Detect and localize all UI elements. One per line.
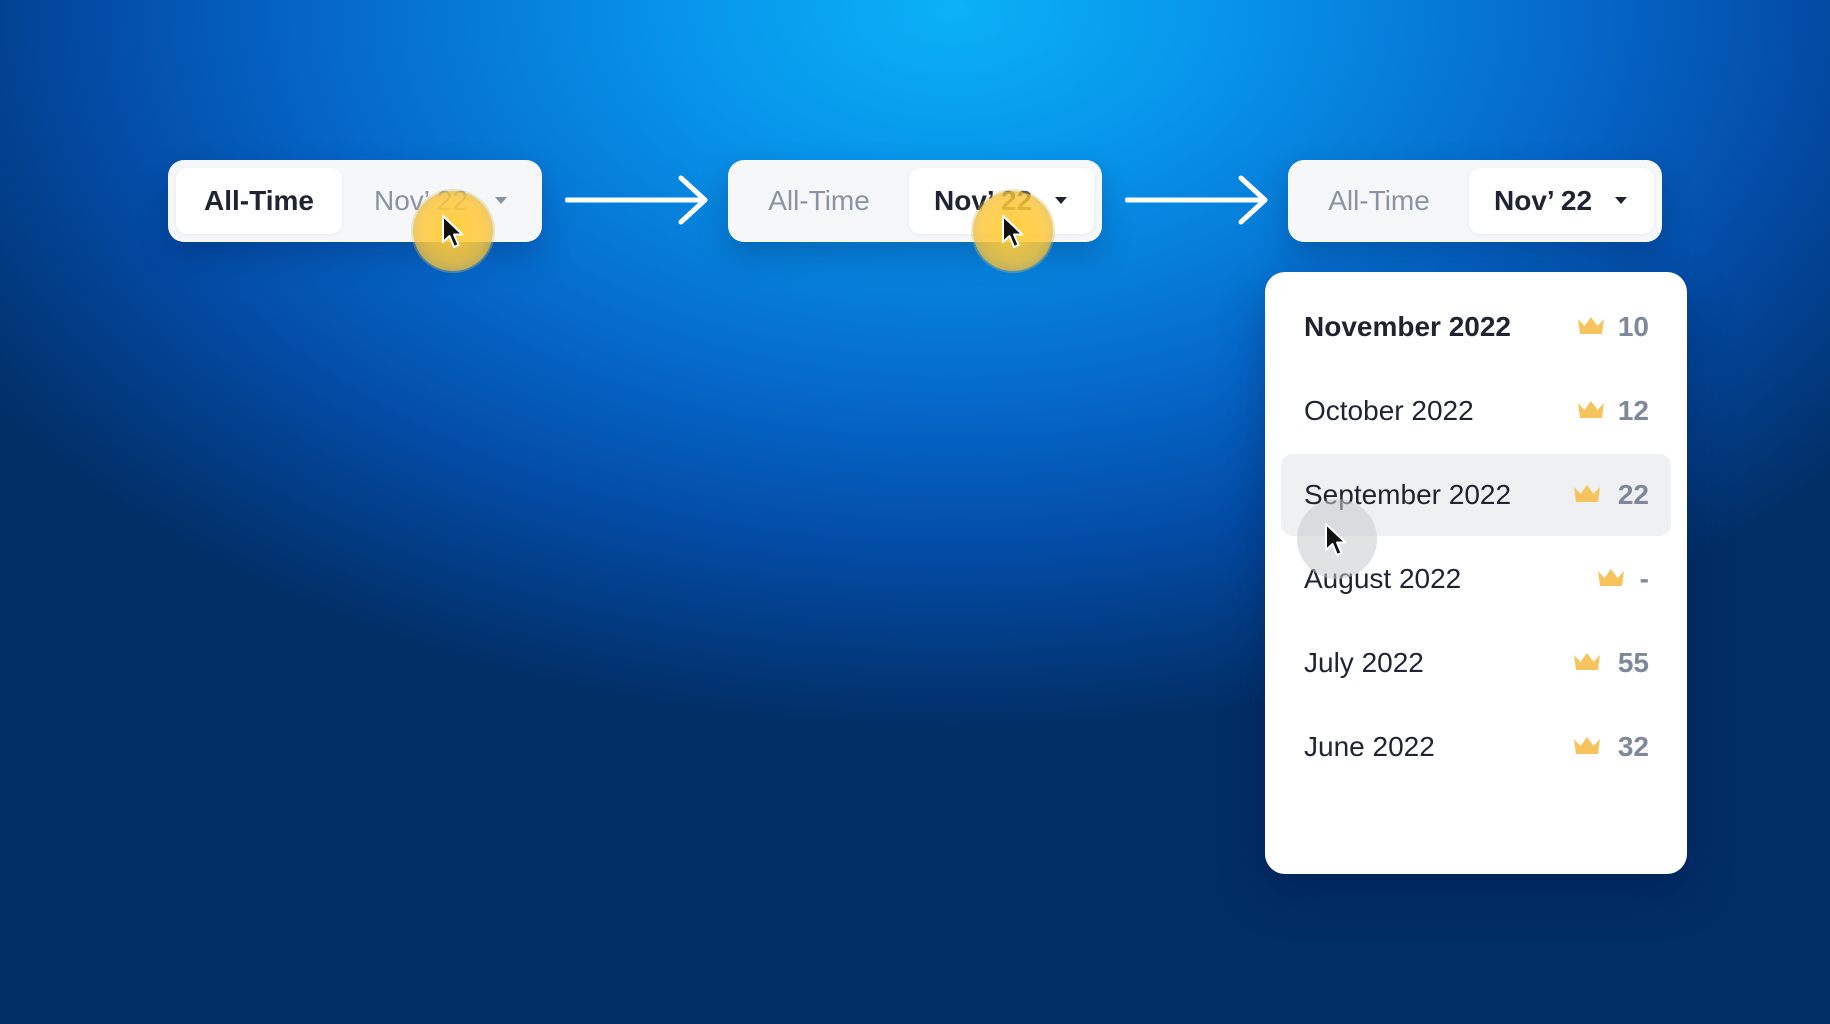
month-dropdown-button[interactable]: Nov’ 22 [1469,168,1654,234]
all-time-button[interactable]: All-Time [768,185,870,216]
menu-item-october-2022[interactable]: October 2022 12 [1281,370,1671,452]
caret-down-icon [1055,197,1067,204]
crown-icon [1598,569,1624,586]
mouse-cursor-icon [1325,523,1347,556]
crown-icon [1574,737,1600,754]
menu-item-july-2022[interactable]: July 2022 55 [1281,622,1671,704]
all-time-button[interactable]: All-Time [1328,185,1430,216]
arrow-right-icon [1125,175,1268,225]
crown-icon [1578,401,1604,418]
menu-item-count: 22 [1617,479,1649,510]
menu-item-count: 32 [1617,731,1649,762]
period-toggle-step-3: All-Time Nov’ 22 [1288,160,1662,242]
menu-item-count: - [1639,563,1649,594]
crown-icon [1574,485,1600,502]
caret-down-icon [495,197,507,204]
menu-item-count: 55 [1617,647,1649,678]
caret-down-icon [1615,197,1627,204]
month-dropdown-label: Nov’ 22 [1494,185,1593,216]
menu-item-count: 10 [1617,311,1649,342]
arrow-right-icon [565,175,708,225]
menu-item-september-2022[interactable]: September 2022 22 [1281,454,1671,536]
crown-icon [1578,317,1604,334]
menu-item-label: November 2022 [1304,311,1512,342]
menu-item-label: October 2022 [1304,395,1474,426]
mouse-cursor-icon [1002,215,1024,248]
crown-icon [1574,653,1600,670]
menu-item-count: 12 [1617,395,1649,426]
mouse-cursor-icon [442,215,464,248]
menu-item-label: July 2022 [1304,647,1424,678]
all-time-button[interactable]: All-Time [176,168,342,234]
menu-item-june-2022[interactable]: June 2022 32 [1281,706,1671,788]
menu-item-november-2022[interactable]: November 2022 10 [1281,286,1671,368]
menu-item-label: June 2022 [1304,731,1435,762]
